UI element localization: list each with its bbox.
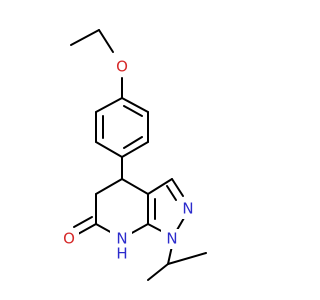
- bond-co-a: [77, 223, 97, 235]
- bond-isopropyl-methyl-left: [147, 263, 169, 281]
- ether-oxygen-label: O: [116, 58, 128, 76]
- bond-ethyl-ch2-o: [98, 29, 114, 53]
- bond-ring-inner-2: [123, 136, 143, 149]
- bond-n2-n1: [176, 217, 185, 231]
- chemical-structure-diagram: O O N N N H: [63, 29, 207, 281]
- bond-c3-n2: [171, 178, 184, 197]
- pyrazole-n1-label: N: [166, 230, 177, 248]
- bond-c3-n2-inner: [166, 185, 177, 201]
- carbonyl-oxygen-label: O: [63, 230, 75, 248]
- bond-ring-4: [95, 141, 123, 158]
- lactam-h-label: H: [116, 245, 127, 263]
- lactam-n-label: N: [116, 230, 127, 248]
- structure-canvas: O O N N N H: [63, 29, 207, 281]
- bond-ethyl-ch3-ch2: [70, 29, 100, 46]
- pyrazole-n2-label: N: [182, 200, 193, 218]
- bond-isopropyl-methyl-right: [167, 252, 207, 265]
- bond-ring-6: [95, 97, 123, 113]
- bond-co-b: [73, 216, 93, 228]
- bond-c4-ch2: [95, 178, 123, 195]
- bond-ring-inner-1: [123, 105, 143, 117]
- bond-ring-3: [121, 141, 149, 158]
- bond-c3a-c3: [147, 178, 173, 195]
- bond-c4-c3a: [121, 178, 149, 195]
- bond-nh-c7a: [129, 223, 149, 235]
- bond-ring-1: [121, 97, 149, 113]
